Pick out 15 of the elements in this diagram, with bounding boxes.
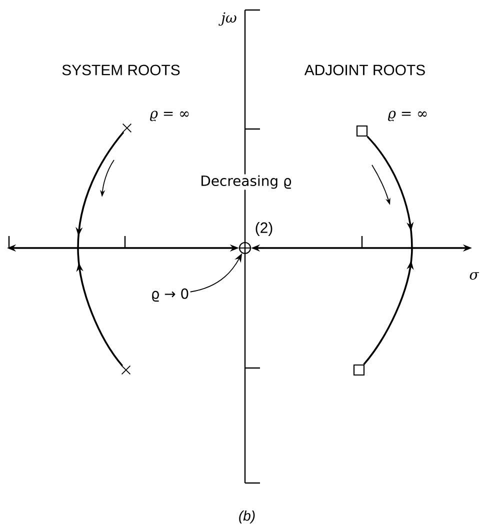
region-label: Decreasing ϱ bbox=[199, 174, 293, 190]
root-cross-marker bbox=[121, 365, 131, 375]
root-square-marker bbox=[356, 125, 368, 137]
root-square-marker bbox=[353, 364, 365, 376]
axis-label: σ bbox=[470, 272, 480, 280]
root-label: ϱ = ∞ bbox=[150, 110, 189, 122]
root-label: (2) bbox=[256, 222, 272, 236]
region-label: ADJOINT ROOTS bbox=[304, 64, 425, 76]
root-cross-marker bbox=[122, 123, 132, 133]
root-label: ϱ = ∞ bbox=[388, 110, 427, 122]
leader-text: ϱ → 0 bbox=[152, 288, 188, 302]
axis-label: jω bbox=[218, 12, 236, 26]
region-label: SYSTEM ROOTS bbox=[62, 64, 180, 76]
origin-circle-marker bbox=[238, 242, 252, 254]
caption: (b) bbox=[239, 510, 255, 524]
